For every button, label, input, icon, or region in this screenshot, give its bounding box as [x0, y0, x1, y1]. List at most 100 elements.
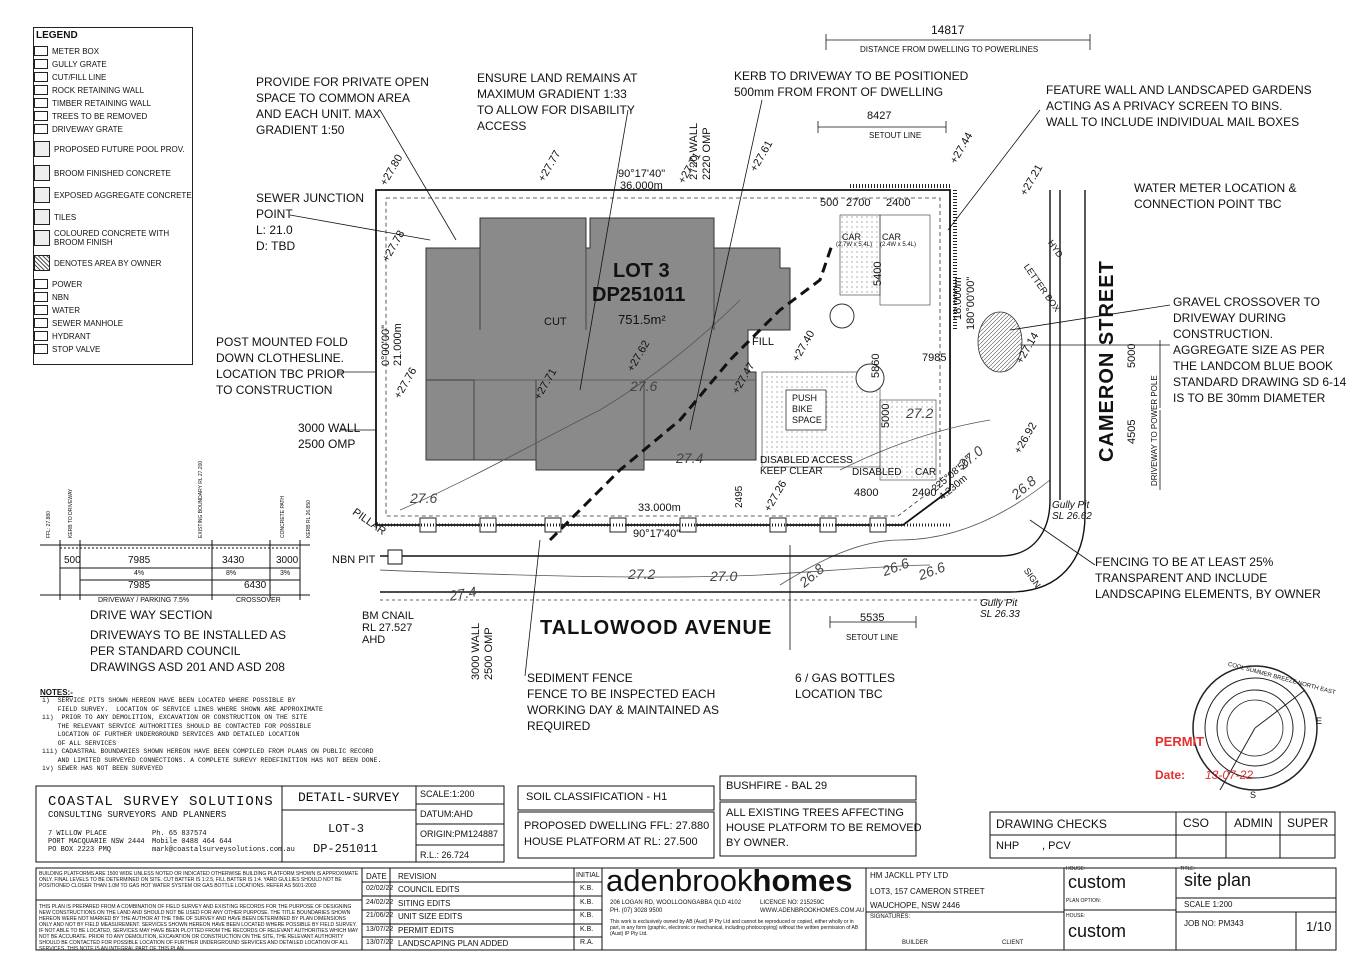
title-label: TITLE:: [1180, 866, 1196, 872]
permit-stamp: PERMIT: [1155, 734, 1205, 749]
dim-7985: 7985: [922, 352, 947, 364]
legend-item: TILES: [34, 209, 76, 225]
car-space-2-dim: (2.4W x 5.4L): [880, 242, 917, 248]
legend-item: CUT/FILL LINE: [34, 72, 106, 82]
general-note-line: iii) CADASTRAL BOUNDARIES SHOWN HEREON H…: [42, 748, 374, 755]
client-label: CLIENT: [1002, 940, 1024, 946]
driveway-section-title: DRIVE WAY SECTION: [90, 608, 213, 622]
house-label-2: HOUSE:: [1066, 913, 1086, 919]
setout-line-top: SETOUT LINE: [869, 131, 922, 140]
legend-symbol-icon: [34, 72, 48, 82]
section-pct-8: 8%: [226, 570, 237, 577]
section-label: EXISTING BOUNDARY RL 27.200: [198, 460, 204, 538]
soil-platform: HOUSE PLATFORM AT RL: 27.500: [524, 836, 698, 848]
dim-14817: 14817: [931, 23, 965, 37]
check-pcv: , PCV: [1042, 840, 1071, 852]
car-space-3: CAR: [915, 467, 937, 478]
dim-4505: 4505: [1126, 419, 1138, 444]
note-clothesline: POST MOUNTED FOLD DOWN CLOTHESLINE. LOCA…: [216, 335, 348, 397]
legend-label: PROPOSED FUTURE POOL PROV.: [54, 144, 185, 154]
legend-item: DENOTES AREA BY OWNER: [34, 255, 161, 271]
brand-web: WWW.ADENBROOKHOMES.COM.AU: [760, 908, 865, 914]
gully-pit-1: Gully Pit SL 26.62: [1052, 500, 1092, 522]
legend-symbol-icon: [34, 85, 48, 95]
legend-symbol-icon: [34, 98, 48, 108]
benchmark-label: BM CNAIL RL 27.527 AHD: [362, 610, 414, 646]
gully-pit-2: Gully Pit SL 26.33: [980, 598, 1020, 620]
section-driveway-label: DRIVEWAY / PARKING 7.5%: [98, 597, 190, 604]
legend-label: METER BOX: [52, 46, 100, 56]
legend-symbol-icon: [34, 331, 48, 341]
house-value: custom: [1068, 872, 1127, 892]
compass-s: S: [1250, 790, 1257, 800]
legend-label: NBN: [52, 292, 69, 302]
dim-2400: 2400: [886, 197, 911, 209]
legend-label: DRIVEWAY GRATE: [52, 124, 123, 134]
legend-symbol-icon: [34, 318, 48, 328]
legend-label: STOP VALVE: [52, 344, 101, 354]
survey-sub: CONSULTING SURVEYORS AND PLANNERS: [48, 810, 227, 820]
rev-header-date: DATE: [366, 872, 387, 881]
note-feature-wall: FEATURE WALL AND LANDSCAPED GARDENS ACTI…: [1046, 83, 1312, 129]
general-note-line: THE RELEVANT SERVICE AUTHORITIES SHOULD …: [42, 722, 312, 730]
survey-rl: R.L.: 26.724: [420, 850, 470, 860]
legend-item: WATER: [34, 305, 80, 315]
legend-label: COLOURED CONCRETE WITH BROOM FINISH: [54, 229, 170, 247]
dim-2700: 2700: [846, 197, 871, 209]
spot-level: 27.2: [628, 566, 656, 582]
length-top: 36.000m: [620, 180, 663, 192]
legend-item: COLOURED CONCRETE WITH BROOM FINISH: [34, 229, 169, 247]
section-pct-4: 4%: [134, 570, 145, 577]
survey-origin: ORIGIN:PM124887: [420, 829, 499, 839]
bearing-left: 0°00'00": [380, 325, 392, 366]
survey-mobile: Mobile 0488 464 644: [152, 838, 232, 846]
legend-label: HYDRANT: [52, 331, 91, 341]
survey-lot: LOT-3: [328, 822, 365, 836]
legend-item: TIMBER RETAINING WALL: [34, 98, 151, 108]
section-crossover-label: CROSSOVER: [236, 597, 281, 604]
legend-symbol-icon: [34, 230, 50, 246]
legend-label: ROCK RETAINING WALL: [52, 85, 145, 95]
legend-symbol-icon: [34, 59, 48, 69]
spot-level: 27.4: [676, 450, 704, 466]
legend-label: TIMBER RETAINING WALL: [52, 98, 152, 108]
brand-address: 206 LOGAN RD, WOOLLOONGABBA QLD 4102: [610, 900, 742, 906]
disabled-access: DISABLED ACCESS KEEP CLEAR: [760, 455, 853, 477]
revision-cell: COUNCIL EDITS: [398, 885, 460, 894]
dim-5000-parking: 5000: [880, 403, 892, 428]
drawing-checks-title: DRAWING CHECKS: [996, 817, 1107, 831]
sheet-number: 1/10: [1306, 919, 1332, 934]
legend-label: CUT/FILL LINE: [52, 72, 107, 82]
general-note-line: ii) PRIOR TO ANY DEMOLITION, EXCAVATION …: [42, 714, 308, 721]
legend-symbol-icon: [34, 111, 48, 121]
legend-label: BROOM FINISHED CONCRETE: [54, 168, 171, 178]
rev-header-revision: REVISION: [398, 872, 437, 881]
legend-item: ROCK RETAINING WALL: [34, 85, 144, 95]
house-value-2: custom: [1068, 921, 1127, 941]
rev-header-initial: INITIAL: [576, 872, 600, 879]
legend-label: WATER: [52, 305, 80, 315]
legend-symbol-icon: [34, 187, 50, 203]
revision-cell: K.B.: [580, 885, 594, 892]
legend-item: DRIVEWAY GRATE: [34, 124, 123, 134]
legend-symbol-icon: [34, 292, 48, 302]
legend-symbol-icon: [34, 141, 50, 157]
dim-2400-bottom: 2400: [912, 487, 937, 499]
gravel-crossover: [977, 311, 1023, 373]
revision-cell: LANDSCAPING PLAN ADDED: [398, 939, 509, 949]
revision-cell: 02/02/22: [366, 885, 394, 892]
survey-company: COASTAL SURVEY SOLUTIONS: [48, 794, 274, 810]
disabled-space: DISABLED: [852, 467, 902, 478]
section-dim-7985-b: 7985: [128, 580, 151, 591]
legend-symbol-icon: [34, 255, 50, 271]
survey-datum: DATUM:AHD: [420, 809, 473, 819]
general-note-line: iv) SEWER HAS NOT BEEN SURVEYED: [42, 765, 163, 772]
section-label: KERB RL 26.850: [306, 500, 312, 538]
legend-item: BROOM FINISHED CONCRETE: [34, 165, 171, 181]
legend-symbol-icon: [34, 279, 48, 289]
note-sewer-junction: SEWER JUNCTION POINT L: 21.0 D: TBD: [256, 191, 364, 253]
brand-logo: adenbrookhomes: [606, 863, 852, 899]
permit-date-label: Date:: [1155, 768, 1186, 782]
builder-label: BUILDER: [902, 940, 929, 946]
drawing-title: site plan: [1184, 870, 1252, 890]
